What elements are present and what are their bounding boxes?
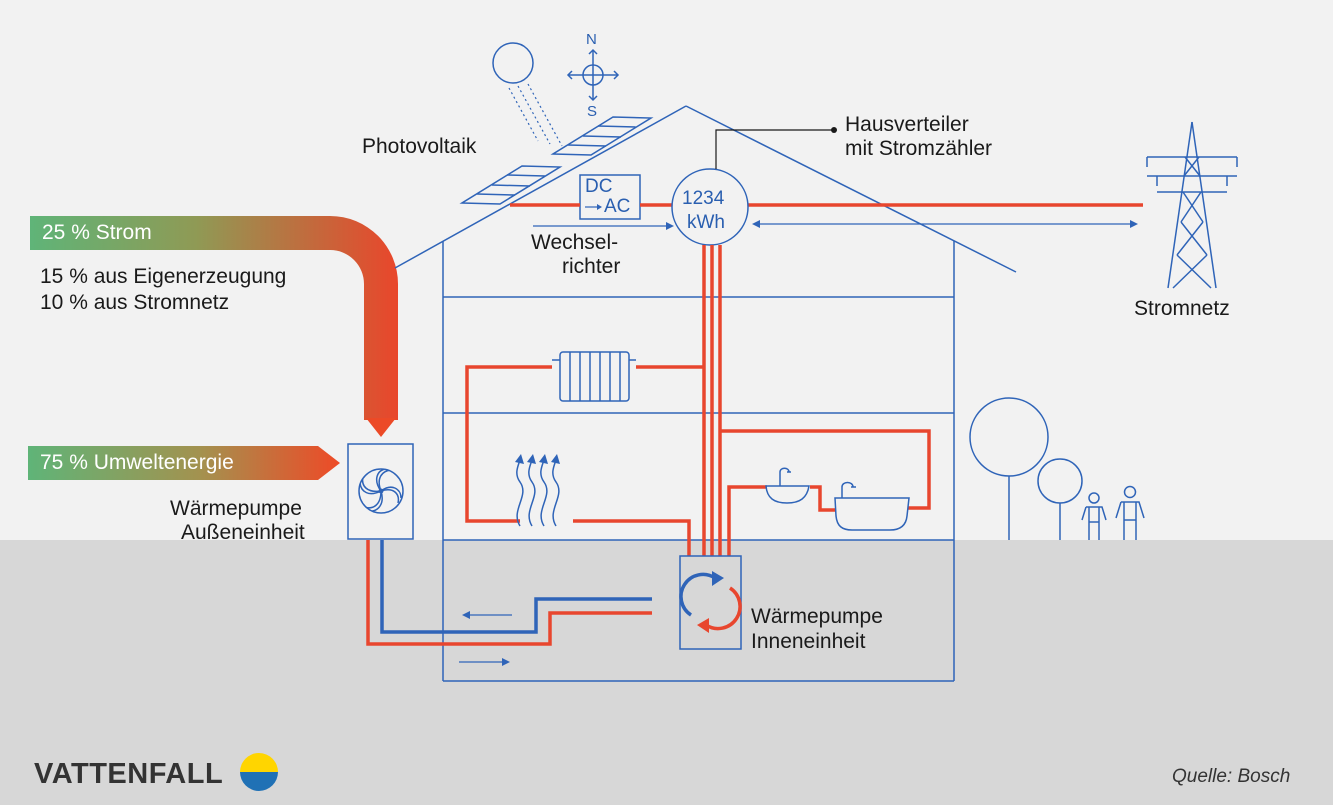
meter-unit: kWh (687, 212, 725, 233)
grid-label: Stromnetz (1134, 297, 1230, 320)
house-outline (394, 105, 1017, 682)
source-label: Quelle: Bosch (1172, 766, 1291, 787)
solar-panels (459, 116, 654, 205)
power-flow-band (30, 216, 398, 437)
inverter-ac-label: AC (604, 196, 631, 217)
indoor-unit-label-line1: Wärmepumpe (751, 605, 883, 628)
meter-value: 1234 (682, 188, 725, 209)
inverter-label-line2: richter (562, 255, 621, 278)
inverter-arrow-icon (585, 204, 602, 210)
compass-icon (566, 48, 620, 102)
tree-icons (969, 397, 1083, 540)
indoor-unit (679, 555, 742, 650)
floor-heating-icon (515, 454, 560, 527)
electricity-share-label: 25 % Strom (42, 221, 152, 244)
inverter-dc-label: DC (585, 176, 613, 197)
photovoltaik-label: Photovoltaik (362, 135, 477, 158)
distribution-label-line1: Hausverteiler (845, 113, 969, 136)
power-pylon-icon (1146, 121, 1238, 289)
inverter-label-line1: Wechsel- (531, 231, 619, 254)
vattenfall-logo-icon (240, 753, 278, 791)
outdoor-unit-label-line1: Wärmepumpe (170, 497, 302, 520)
fan-icon (359, 469, 402, 512)
compass-north-label: N (586, 31, 597, 48)
environment-energy-arrow (28, 446, 340, 480)
compass-south-label: S (587, 103, 598, 120)
ground-pipes (366, 540, 652, 646)
outdoor-unit-label-line2: Außeneinheit (181, 521, 305, 544)
radiator-icon (552, 351, 636, 402)
bathtub-icon (834, 481, 910, 531)
brand-name: VATTENFALL (34, 758, 224, 790)
people-icons (1081, 485, 1145, 540)
sun (492, 42, 563, 147)
grid-exchange-arrow (752, 220, 1138, 228)
inverter-box (579, 174, 641, 220)
electricity-meter (671, 168, 749, 246)
outdoor-unit (347, 443, 414, 540)
flow-arrows (459, 611, 512, 666)
indoor-unit-label-line2: Inneneinheit (751, 630, 866, 653)
environment-share-label: 75 % Umweltenergie (40, 451, 234, 474)
ground-area (0, 540, 1333, 805)
heating-pipes (465, 245, 931, 556)
sink-icon (765, 467, 810, 504)
grid-share-label: 10 % aus Stromnetz (40, 291, 230, 314)
pv-to-meter-arrow (533, 222, 674, 230)
meter-callout-line (715, 127, 837, 169)
own-generation-label: 15 % aus Eigenerzeugung (40, 265, 287, 288)
distribution-label-line2: mit Stromzähler (845, 137, 993, 160)
